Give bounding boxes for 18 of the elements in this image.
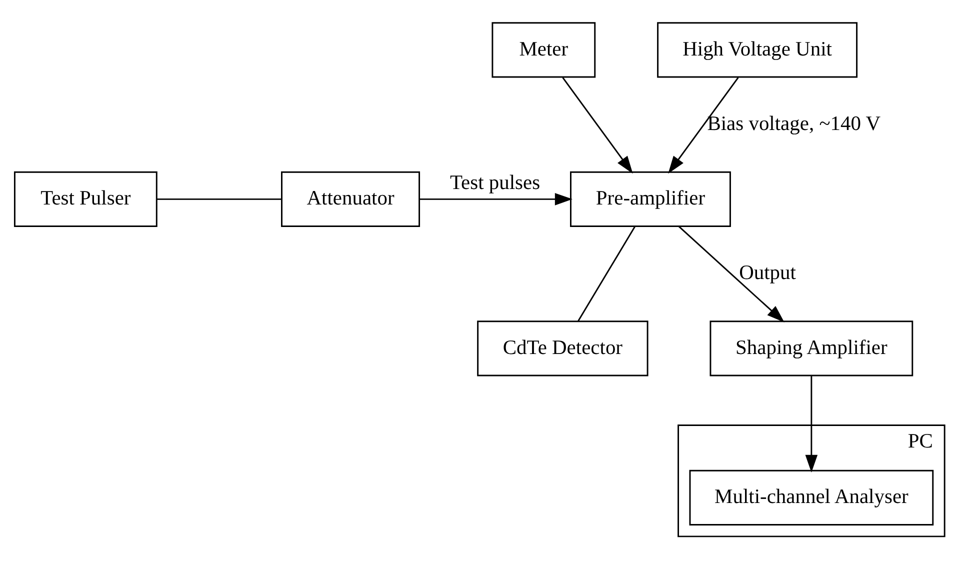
arrow bbox=[668, 77, 739, 174]
edge-label: Test pulses bbox=[450, 172, 540, 194]
node-box: Meter bbox=[492, 22, 596, 78]
connector bbox=[578, 226, 636, 322]
arrow bbox=[678, 226, 784, 322]
node-box: Shaping Amplifier bbox=[710, 320, 914, 376]
node-box: Pre-amplifier bbox=[570, 171, 731, 227]
arrow bbox=[805, 376, 818, 472]
connector bbox=[157, 198, 282, 200]
node-box: Attenuator bbox=[281, 171, 420, 227]
node-box: CdTe Detector bbox=[477, 320, 648, 376]
edge-label: Bias voltage, ~140 V bbox=[707, 112, 881, 135]
node-box: High Voltage Unit bbox=[657, 22, 858, 78]
arrow bbox=[562, 77, 633, 174]
node-box: Multi-channel Analyser bbox=[689, 470, 934, 526]
node-box: Test Pulser bbox=[14, 171, 158, 227]
arrow bbox=[419, 193, 573, 206]
edge-label: Output bbox=[739, 262, 796, 284]
